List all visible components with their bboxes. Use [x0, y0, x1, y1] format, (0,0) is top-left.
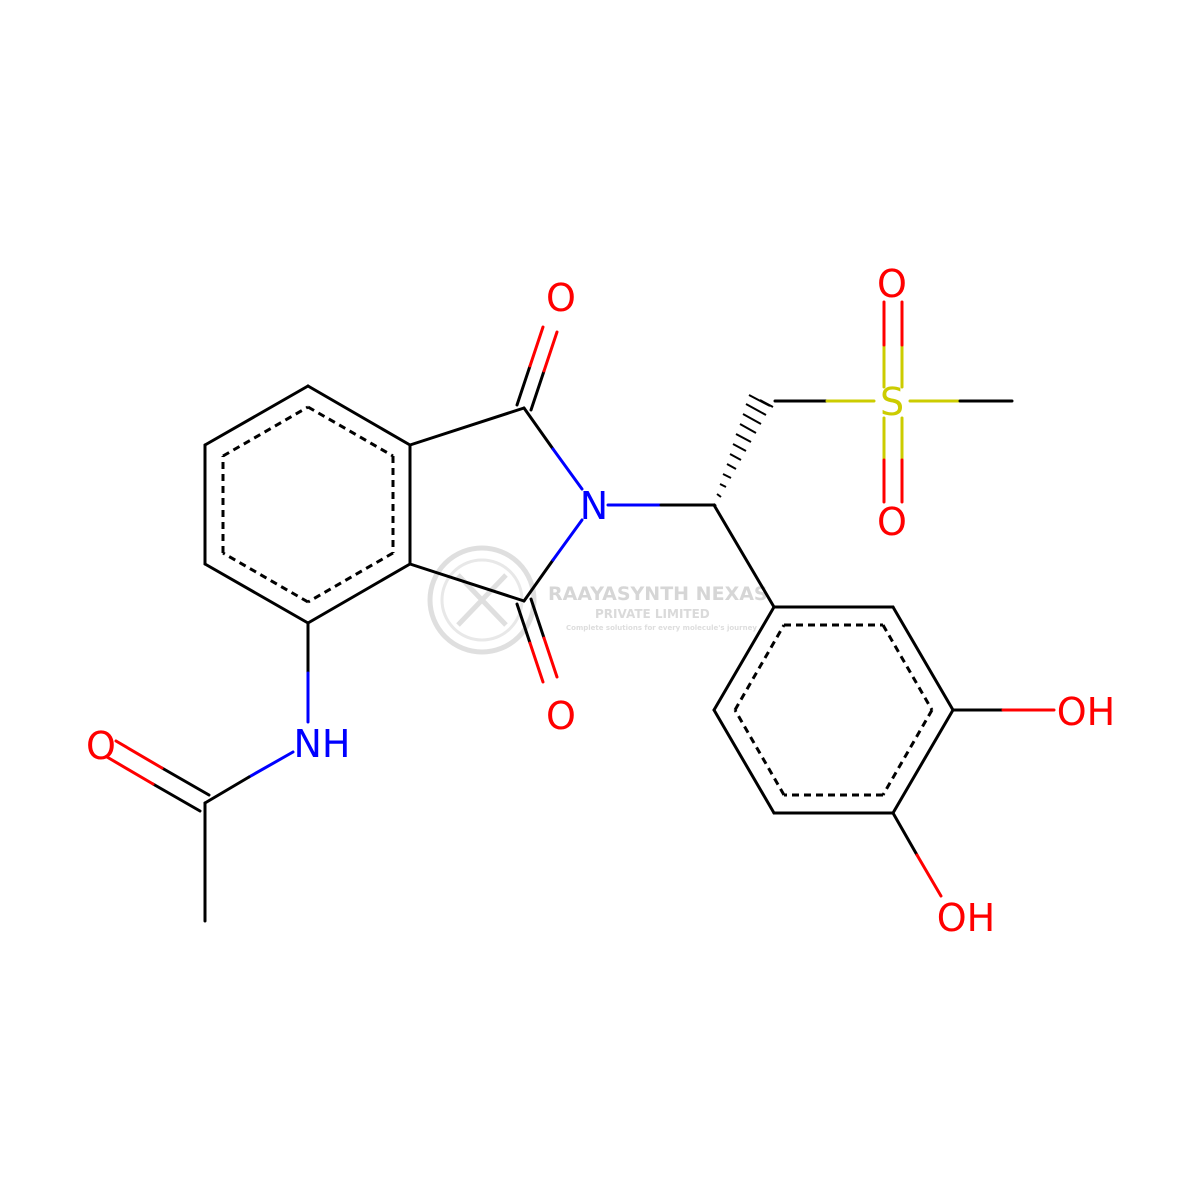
atom-label-o-sulfonyl-top: O — [877, 262, 907, 306]
watermark: RAAYASYNTH NEXAS PRIVATE LIMITED Complet… — [427, 545, 768, 655]
watermark-tagline: Complete solutions for every molecule's … — [566, 624, 757, 632]
atom-label-n: N — [580, 484, 608, 528]
imide-ring — [408, 406, 584, 603]
hashed-wedge — [713, 394, 774, 507]
atom-label-s: S — [880, 380, 904, 424]
watermark-logo — [427, 545, 537, 655]
catechol-ring — [712, 605, 955, 815]
atom-label-o-top: O — [546, 276, 576, 320]
atom-label-oh-2: OH — [937, 896, 995, 940]
atom-label-o-bottom: O — [546, 694, 576, 738]
watermark-subtitle: PRIVATE LIMITED — [595, 607, 710, 621]
atom-label-o-acetyl: O — [86, 724, 116, 768]
watermark-company: RAAYASYNTH NEXAS — [548, 583, 768, 605]
atom-label-nh: NH — [294, 722, 351, 766]
atom-label-o-sulfonyl-bottom: O — [877, 500, 907, 544]
carbonyl-bottom — [515, 597, 559, 684]
benzo-ring — [203, 384, 412, 625]
carbonyl-top — [515, 325, 559, 412]
atom-label-oh-1: OH — [1057, 690, 1115, 734]
